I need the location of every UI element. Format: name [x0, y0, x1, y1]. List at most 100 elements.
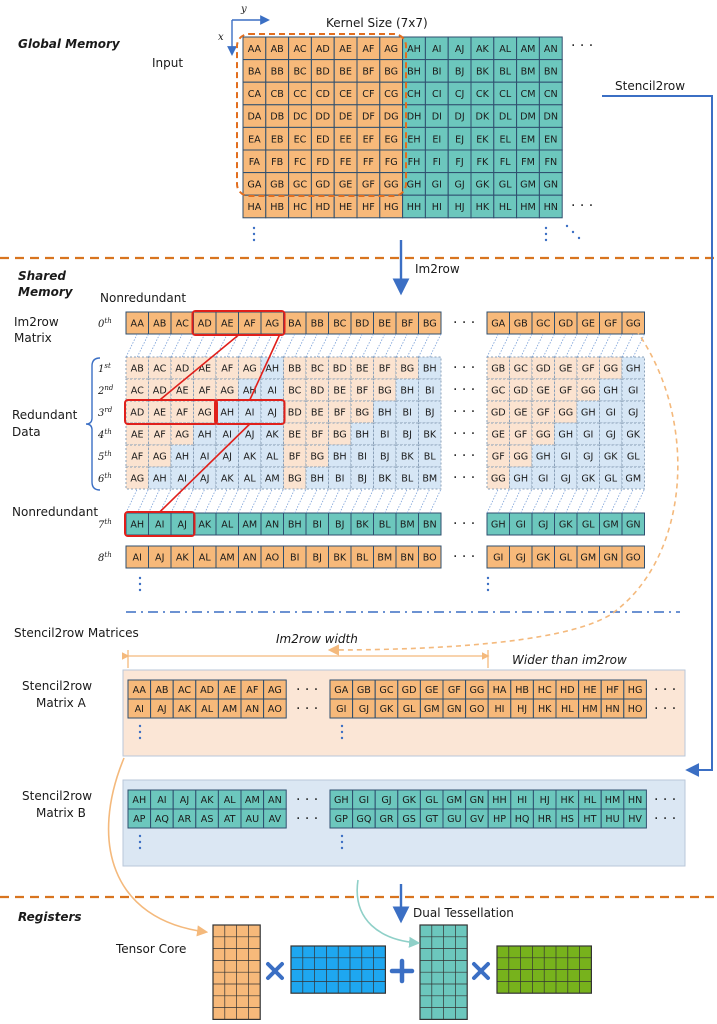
axis-y-label: y: [240, 4, 247, 15]
cell-label: AG: [175, 430, 189, 441]
cell-label: AS: [201, 814, 214, 825]
cell-label: GB: [491, 364, 505, 375]
cell-label: AD: [200, 685, 214, 696]
cell-label: FD: [316, 157, 329, 168]
cell-label: AQ: [155, 814, 169, 825]
hatch-line: [159, 488, 172, 514]
cell-label: DH: [407, 112, 422, 123]
hatch-line: [193, 488, 206, 514]
hatch-line: [226, 488, 239, 514]
cell: [418, 422, 442, 446]
matrix-more-dots: · · ·: [654, 811, 676, 827]
hatch-line: [565, 333, 578, 358]
cell-label: EB: [271, 134, 284, 145]
cell-label: CH: [407, 89, 421, 100]
hatch-line: [328, 488, 341, 514]
cell-label: AE: [339, 44, 352, 55]
cell-label: GF: [604, 319, 617, 330]
cell-label: GJ: [561, 474, 571, 485]
multiply-icon: [472, 962, 490, 980]
cell-label: GO: [469, 704, 484, 715]
cell-label: BI: [403, 408, 412, 419]
row-more-dots: · · ·: [453, 360, 475, 376]
registers-tiles: [212, 924, 593, 1021]
cell-label: AT: [224, 814, 236, 825]
hatch-line: [305, 488, 318, 514]
cell-label: AI: [200, 452, 209, 463]
cell-label: DN: [544, 112, 559, 123]
more-dot: [138, 840, 142, 844]
cell-label: FI: [433, 157, 441, 168]
cell-label: BA: [248, 67, 262, 78]
im2row-to-width-curve: [327, 329, 679, 656]
cell-label: GH: [581, 408, 596, 419]
cell-label: GC: [491, 386, 505, 397]
cell-label: EJ: [455, 134, 464, 145]
cell-label: HI: [494, 704, 504, 715]
cell-label: GO: [626, 553, 641, 564]
hatch-line: [587, 333, 600, 358]
cell: [418, 444, 442, 468]
hatch-line: [497, 488, 510, 514]
cell-label: GG: [558, 408, 573, 419]
cell: [538, 194, 563, 219]
cell-label: HS: [561, 814, 574, 825]
cell-label: AM: [245, 795, 260, 806]
section-registers: Registers: [18, 910, 82, 924]
cell-label: AP: [133, 814, 146, 825]
cell-label: GI: [606, 408, 616, 419]
cell: [418, 466, 442, 490]
hatch-line: [148, 488, 161, 514]
cell-label: EK: [476, 134, 489, 145]
cell-label: EC: [294, 134, 307, 145]
cell-label: FA: [249, 157, 261, 168]
cell-label: AG: [243, 364, 257, 375]
cell-label: GK: [380, 704, 394, 715]
hatch-line: [542, 333, 555, 358]
hatch-line: [249, 333, 262, 358]
cell-label: BJ: [403, 430, 412, 441]
hatch-line: [373, 488, 386, 514]
cell-label: GD: [513, 386, 528, 397]
cell-label: GJ: [516, 553, 526, 564]
more-dot: [138, 730, 142, 734]
cell-label: FL: [500, 157, 512, 168]
cell-label: GG: [603, 364, 618, 375]
more-dot: [544, 232, 548, 236]
cell-label: BD: [316, 67, 330, 78]
hatch-line: [316, 333, 329, 358]
im2row-matrix-label-2: Matrix: [14, 331, 52, 345]
cell-label: BF: [362, 67, 374, 78]
hatch-line: [339, 488, 352, 514]
cell-label: BJ: [313, 553, 322, 564]
cell-label: AK: [243, 452, 257, 463]
more-dot: [571, 230, 575, 234]
nonredundant-mid-label: Nonredundant: [12, 505, 98, 519]
cell-label: HB: [270, 202, 284, 213]
input-more-right: · · ·: [571, 38, 593, 54]
cell-label: EH: [407, 134, 420, 145]
input-label: Input: [152, 56, 183, 70]
cell-label: DI: [432, 112, 442, 123]
cell-label: BG: [384, 67, 398, 78]
cell-label: AE: [198, 364, 211, 375]
cell-label: EL: [499, 134, 511, 145]
matrix-more-dots: · · ·: [654, 792, 676, 808]
cell-label: BI: [358, 452, 367, 463]
ordinal-4th: 4th: [97, 428, 112, 441]
cell-label: GJ: [538, 520, 548, 531]
cell-label: HA: [493, 685, 507, 696]
cell-label: AG: [220, 386, 234, 397]
more-dot: [340, 846, 344, 850]
cell-label: BC: [293, 67, 306, 78]
hatch-line: [565, 488, 578, 514]
cell-label: BH: [310, 474, 324, 485]
cell-label: BG: [288, 474, 302, 485]
cell: [418, 311, 442, 335]
ordinal-1st: 1st: [98, 362, 111, 375]
cell-label: FH: [408, 157, 421, 168]
cell-label: AH: [407, 44, 421, 55]
cell-label: GD: [491, 408, 506, 419]
cell-label: GH: [536, 452, 551, 463]
cell-label: GE: [425, 685, 439, 696]
